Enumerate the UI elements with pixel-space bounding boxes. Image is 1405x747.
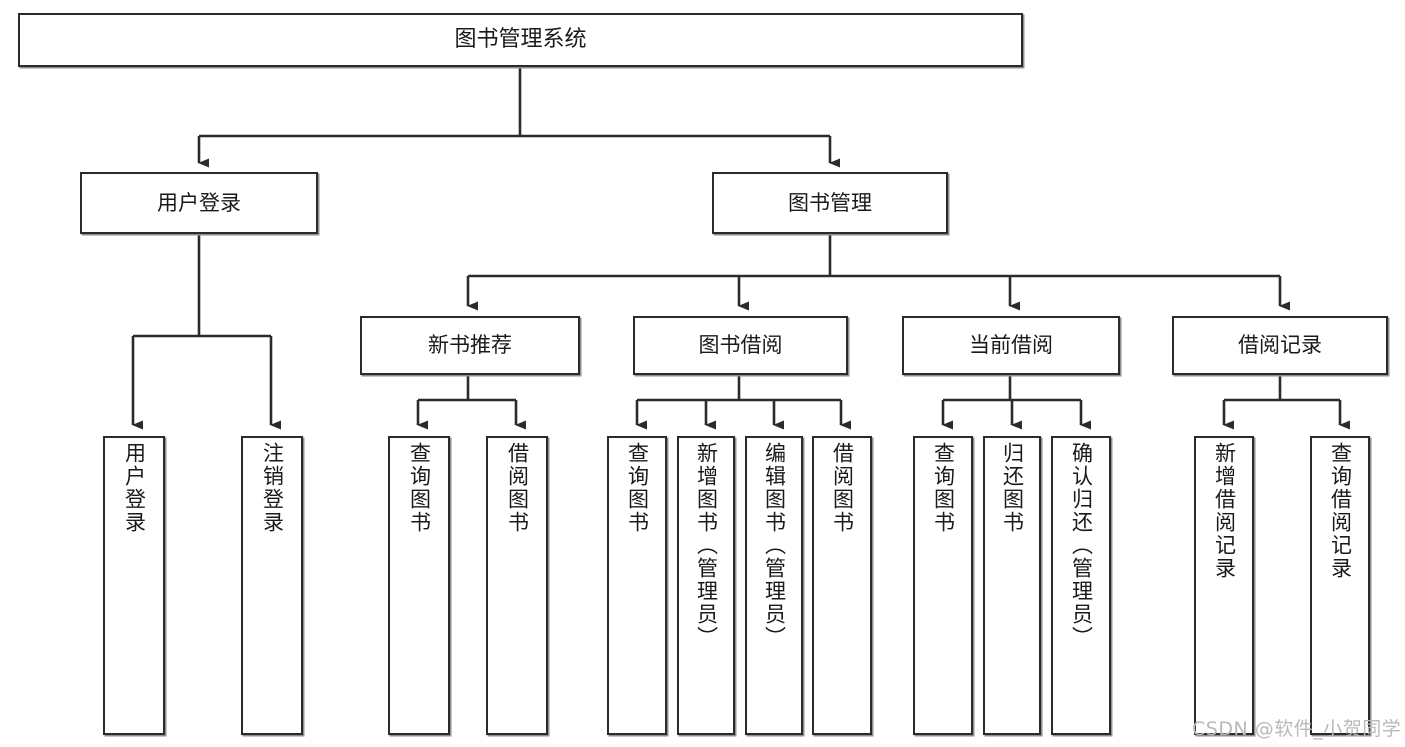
leaf-confirm-return-admin[interactable]: 确认归还（管理员） [1051, 436, 1111, 735]
node-book-management[interactable]: 图书管理 [712, 172, 948, 234]
node-label: 图书管理系统 [454, 27, 587, 53]
node-label: 查询借阅记录 [1328, 442, 1353, 580]
csdn-watermark: CSDN @软件_小贺同学 [1192, 718, 1402, 740]
node-current-borrowing[interactable]: 当前借阅 [902, 316, 1120, 375]
node-label: 图书管理 [788, 190, 872, 215]
node-root-book-management-system[interactable]: 图书管理系统 [18, 13, 1023, 67]
node-label: 编辑图书（管理员） [762, 442, 787, 649]
node-label: 归还图书 [1000, 442, 1025, 534]
leaf-query-book-newbook[interactable]: 查询图书 [388, 436, 450, 735]
node-label: 新增图书（管理员） [694, 442, 719, 649]
node-label: 借阅图书 [505, 442, 530, 534]
node-label: 图书借阅 [698, 333, 783, 358]
leaf-query-book-borrow[interactable]: 查询图书 [607, 436, 667, 735]
node-book-borrowing[interactable]: 图书借阅 [633, 316, 848, 375]
node-label: 借阅图书 [830, 442, 855, 534]
leaf-edit-book-admin[interactable]: 编辑图书（管理员） [745, 436, 803, 735]
leaf-borrow-book-newbook[interactable]: 借阅图书 [486, 436, 548, 735]
node-label: 借阅记录 [1238, 333, 1322, 358]
node-label: 查询图书 [931, 442, 956, 534]
node-label: 当前借阅 [969, 333, 1053, 358]
node-label: 查询图书 [407, 442, 432, 534]
node-label: 注销登录 [260, 442, 285, 534]
node-borrowing-records[interactable]: 借阅记录 [1172, 316, 1388, 375]
leaf-query-book-current[interactable]: 查询图书 [913, 436, 973, 735]
leaf-logout[interactable]: 注销登录 [241, 436, 303, 735]
node-new-book-recommendation[interactable]: 新书推荐 [360, 316, 580, 375]
node-label: 新书推荐 [428, 333, 512, 358]
node-label: 确认归还（管理员） [1069, 442, 1094, 649]
node-user-login[interactable]: 用户登录 [80, 172, 318, 234]
leaf-add-borrow-record[interactable]: 新增借阅记录 [1194, 436, 1254, 735]
leaf-add-book-admin[interactable]: 新增图书（管理员） [677, 436, 735, 735]
node-label: 用户登录 [157, 190, 241, 215]
leaf-query-borrow-record[interactable]: 查询借阅记录 [1310, 436, 1370, 735]
leaf-borrow-book-borrow[interactable]: 借阅图书 [812, 436, 872, 735]
node-label: 新增借阅记录 [1212, 442, 1237, 580]
leaf-return-book[interactable]: 归还图书 [983, 436, 1041, 735]
node-label: 用户登录 [122, 442, 147, 534]
node-label: 查询图书 [625, 442, 650, 534]
leaf-user-login[interactable]: 用户登录 [103, 436, 165, 735]
